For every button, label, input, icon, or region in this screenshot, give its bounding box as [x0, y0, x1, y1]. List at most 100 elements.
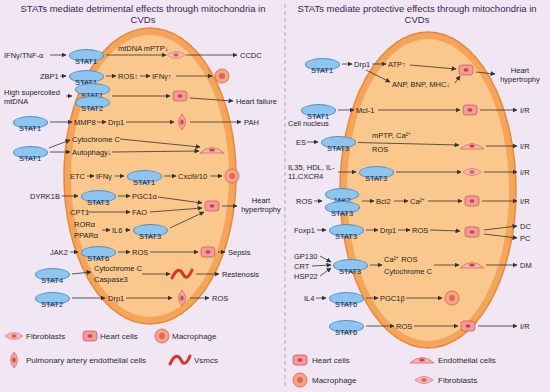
arrow	[126, 298, 172, 299]
legend-text: Fibroblasts	[26, 332, 65, 342]
arrow	[484, 172, 517, 173]
stat-ellipse: STAT3	[321, 136, 356, 149]
text-label: Drp1	[108, 294, 124, 303]
text-label: Cytochrome C	[384, 267, 432, 276]
cell-icon	[461, 321, 475, 331]
cell-icon	[11, 352, 18, 368]
text-label: ETC	[70, 172, 85, 181]
text-label: CRT	[294, 262, 309, 271]
panel-heading: STATs mediate protective effects through…	[288, 3, 546, 25]
cell-icon	[459, 65, 473, 75]
text-label: IL35, HDL, IL-11,CXCR4	[288, 163, 338, 181]
text-label: IL4	[304, 294, 314, 303]
cell-icon	[445, 291, 459, 305]
node-text: STAT3	[339, 267, 361, 276]
stat-ellipse: STAT2	[35, 292, 70, 305]
node-text: STAT2	[81, 104, 103, 113]
stat-ellipse: STAT1	[69, 70, 104, 83]
arrow	[106, 76, 116, 77]
legend-text: Endothelial cells	[438, 356, 496, 366]
arrow	[126, 122, 174, 123]
stat-ellipse: STAT1	[13, 146, 48, 159]
arrow	[434, 265, 459, 266]
fibroblast-body	[463, 169, 481, 176]
node-text: STAT1	[133, 178, 155, 187]
node-text: STAT3	[365, 174, 387, 183]
cell-icon	[179, 114, 186, 130]
arrow	[210, 176, 222, 177]
arrow	[70, 252, 78, 253]
arrow	[218, 252, 225, 253]
cell-nucleus	[180, 119, 183, 124]
macrophage-body	[293, 373, 307, 387]
heart-cell-body	[463, 105, 477, 115]
cell-nucleus	[421, 378, 426, 382]
arrow	[186, 55, 237, 56]
arrow	[190, 98, 233, 101]
stat-ellipse: JAK2	[325, 188, 359, 201]
text-label: Drp1	[108, 118, 124, 127]
text-label: mPTP, Ca²⁺	[372, 131, 411, 140]
cell-nucleus	[469, 170, 474, 174]
node-text: STAT3	[139, 232, 161, 241]
cell-icon	[170, 356, 190, 364]
arrow	[455, 76, 460, 83]
cell-nucleus	[180, 295, 183, 300]
arrow	[410, 65, 456, 69]
node-text: STAT3	[87, 198, 109, 207]
arrow	[164, 176, 176, 177]
arrow	[72, 272, 91, 274]
text-label: Heart hypertrophy	[240, 196, 282, 214]
text-label: ES	[296, 138, 306, 147]
stat-ellipse: STAT1	[301, 104, 336, 117]
text-label: ROS	[212, 294, 228, 303]
cell-icon	[410, 358, 434, 364]
stat-ellipse: STAT1	[13, 116, 48, 129]
cell-nucleus	[466, 324, 471, 328]
arrow	[342, 64, 352, 65]
arrow	[366, 326, 394, 327]
cell-nucleus	[159, 333, 165, 339]
legend-text: Heart cells	[312, 356, 350, 366]
node-text: STAT1	[75, 57, 97, 66]
text-label: PAH	[244, 118, 259, 127]
endothelial-cell-body	[410, 358, 434, 364]
stat-ellipse: STAT3	[359, 166, 394, 179]
fibroblast-body	[167, 52, 185, 59]
mitochondrion-inner	[347, 39, 509, 341]
cell-nucleus	[449, 295, 455, 301]
arrow	[482, 201, 517, 202]
cell-nucleus	[209, 148, 215, 151]
cell-icon	[463, 169, 481, 176]
cell-icon	[460, 263, 484, 269]
arrow	[406, 298, 442, 299]
cell-nucleus	[298, 358, 303, 362]
text-label: IFNγ/TNF-α	[4, 51, 43, 60]
cell-nucleus	[297, 377, 303, 383]
text-label: Foxp1	[294, 226, 315, 235]
cell-icon	[465, 227, 479, 237]
text-label: Cytochrome C	[72, 135, 120, 144]
text-label: Bcl2	[376, 197, 391, 206]
vsmc-shape	[172, 270, 192, 278]
arrow	[486, 146, 517, 147]
arrow	[476, 72, 495, 74]
arrow-group	[49, 55, 517, 326]
legend-text: Pulmonary artery endothelial cells	[26, 356, 146, 366]
cell-icon	[463, 105, 477, 115]
node-text: STAT3	[327, 144, 349, 153]
node-text: STAT6	[335, 328, 357, 337]
panel-heading: STATs mediate detrimental effects throug…	[8, 3, 278, 25]
arrow	[102, 230, 110, 231]
arrow	[486, 265, 517, 266]
arrow	[112, 151, 199, 152]
heart-cell-body	[173, 91, 187, 101]
cell-icon	[460, 144, 484, 150]
vsmc-shape	[170, 356, 190, 364]
text-label: GP130	[294, 252, 317, 261]
text-label: ROS	[132, 248, 148, 257]
heart-cell-body	[293, 355, 307, 365]
cell-nucleus	[419, 358, 425, 361]
macrophage-body	[155, 329, 169, 343]
heart-cell-body	[201, 247, 215, 257]
